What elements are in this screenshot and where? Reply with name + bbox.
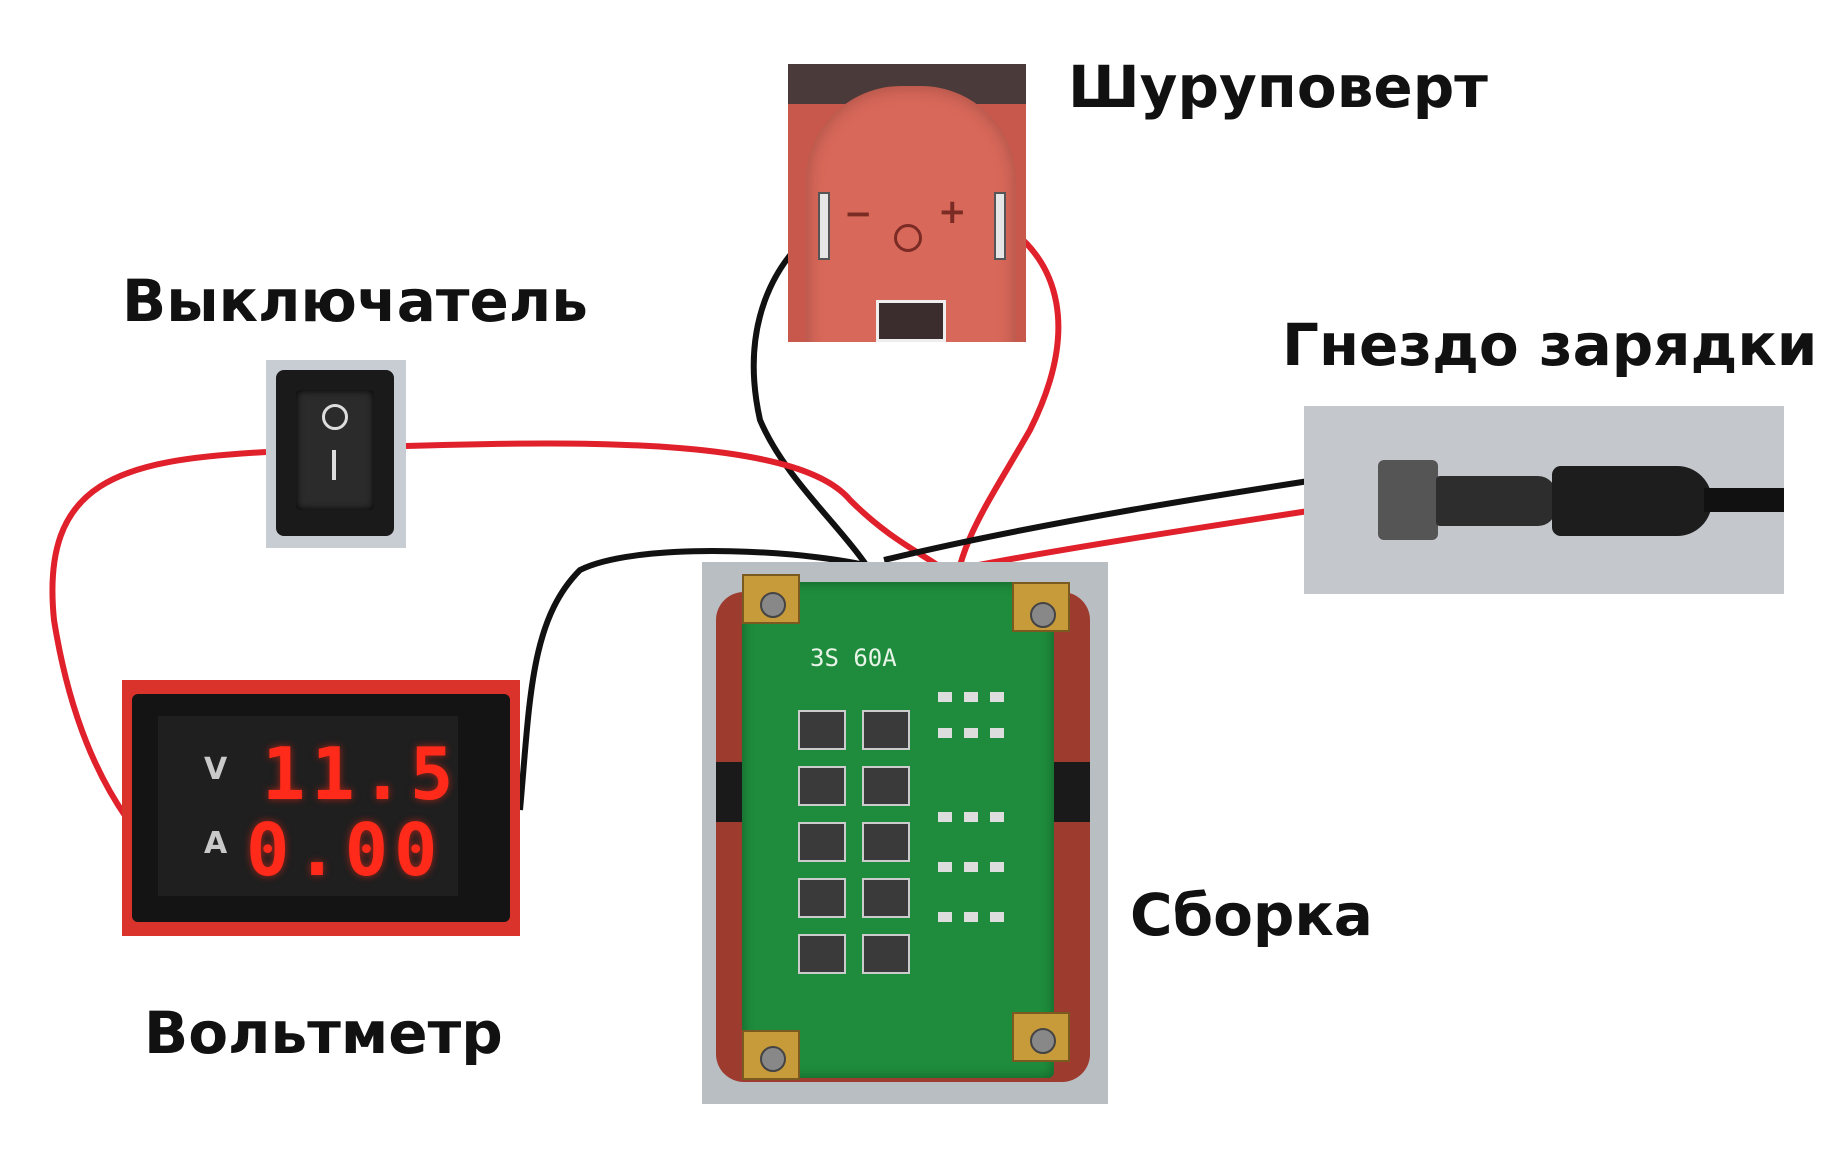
smd-resistor — [990, 728, 1004, 738]
smd-resistor — [964, 728, 978, 738]
charger-plug — [1552, 466, 1712, 536]
charging-jack-label: Гнездо зарядки — [1282, 311, 1818, 379]
meter-screen — [158, 716, 458, 896]
wire-switch-to-meter — [49, 449, 267, 822]
mosfet-chip — [798, 934, 846, 974]
mosfet-chip — [862, 934, 910, 974]
mosfet-chip — [862, 822, 910, 862]
mosfet-chip — [862, 710, 910, 750]
smd-resistor — [990, 862, 1004, 872]
minus-marking: − — [844, 194, 873, 234]
positive-terminal — [994, 192, 1006, 260]
battery-pack-label: Сборка — [1130, 881, 1373, 949]
smd-resistor — [938, 812, 952, 822]
battery-pack-photo: 3S 60A — [702, 562, 1108, 1104]
screw — [1030, 1028, 1056, 1054]
latch-tab — [876, 300, 946, 342]
current-unit: A — [204, 826, 228, 861]
screw — [1030, 602, 1056, 628]
screw — [760, 592, 786, 618]
smd-resistor — [938, 728, 952, 738]
smd-resistor — [938, 912, 952, 922]
smd-resistor — [964, 912, 978, 922]
voltage-unit: V — [204, 752, 228, 787]
mosfet-chip — [798, 766, 846, 806]
smd-resistor — [938, 692, 952, 702]
jack-nut — [1378, 460, 1438, 540]
smd-resistor — [964, 692, 978, 702]
rocker-switch-photo — [266, 360, 406, 548]
voltage-readout: 11.5 — [262, 732, 460, 816]
battery-connector-shell — [806, 86, 1016, 342]
mosfet-chip — [862, 766, 910, 806]
switch-label: Выключатель — [122, 267, 588, 335]
voltmeter-photo: V 11.5 A 0.00 — [122, 680, 520, 936]
thermistor-marking — [894, 224, 922, 252]
smd-resistor — [964, 862, 978, 872]
voltmeter-label: Вольтметр — [144, 999, 503, 1067]
mosfet-chip — [862, 878, 910, 918]
current-readout: 0.00 — [246, 808, 444, 892]
mosfet-chip — [798, 878, 846, 918]
mosfet-chip — [798, 710, 846, 750]
charger-cord — [1704, 488, 1784, 512]
smd-resistor — [964, 812, 978, 822]
jack-barrel — [1436, 476, 1556, 526]
wire-switch-to-board — [405, 440, 957, 582]
smd-resistor — [990, 692, 1004, 702]
smd-resistor — [990, 912, 1004, 922]
wire-meter-to-board — [517, 548, 885, 811]
switch-on-icon — [332, 450, 336, 480]
screw — [760, 1046, 786, 1072]
mosfet-chip — [798, 822, 846, 862]
drill-terminal-photo: − + — [788, 64, 1026, 342]
drill-label: Шуруповерт — [1068, 53, 1488, 121]
bms-marking: 3S 60A — [810, 644, 897, 672]
plus-marking: + — [938, 192, 967, 232]
negative-terminal — [818, 192, 830, 260]
smd-resistor — [938, 862, 952, 872]
wire-drill-negative — [750, 219, 887, 598]
charging-jack-photo — [1304, 406, 1784, 594]
switch-off-icon — [322, 404, 348, 430]
smd-resistor — [990, 812, 1004, 822]
